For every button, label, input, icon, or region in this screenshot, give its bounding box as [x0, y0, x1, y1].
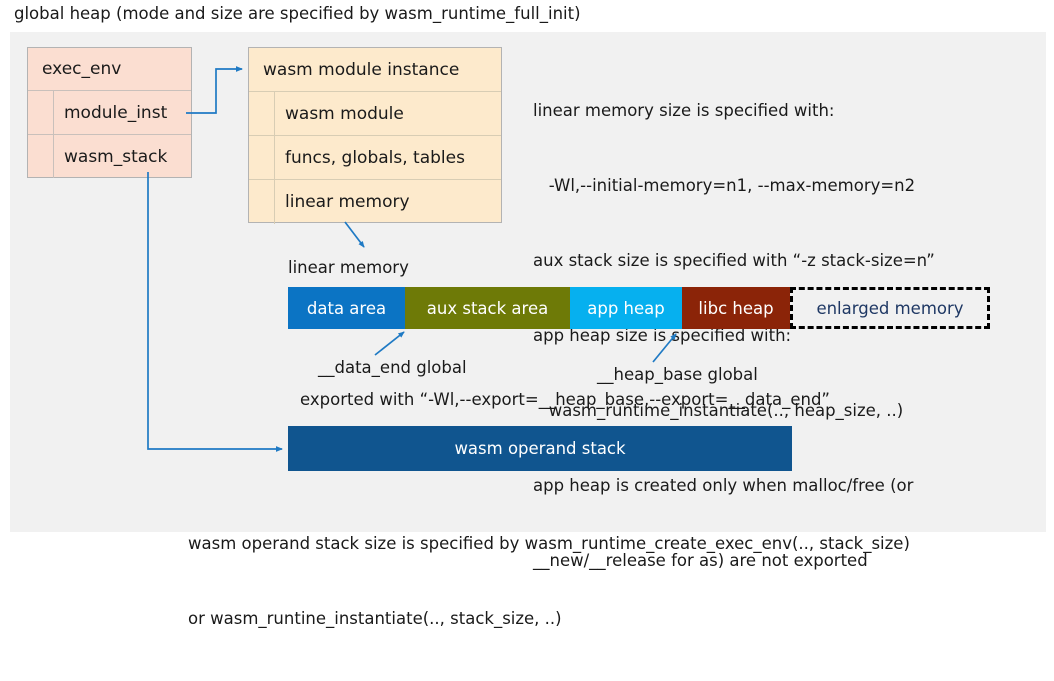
wasm-operand-stack-label: wasm operand stack — [454, 439, 626, 458]
linear-memory-bar: data area aux stack area app heap libc h… — [288, 287, 990, 329]
wasm-module-instance-card: wasm module instance wasm module funcs, … — [248, 47, 502, 224]
module-instance-header: wasm module instance — [249, 48, 501, 92]
wasm-operand-stack-box: wasm operand stack — [288, 426, 792, 471]
notes-line-3: aux stack size is specified with “-z sta… — [533, 251, 935, 270]
memory-segment-app-heap-label: app heap — [587, 298, 665, 318]
exec-env-header: exec_env — [28, 48, 191, 91]
exec-env-card: exec_env module_inst wasm_stack — [27, 47, 192, 178]
callout-exported-with: exported with “-Wl,--export=__heap_base,… — [300, 390, 830, 409]
notes-line-5: wasm_runtime_instantiate(.., heap_size, … — [533, 401, 904, 420]
memory-segment-enlarged-memory: enlarged memory — [790, 287, 990, 329]
linear-memory-bar-label: linear memory — [288, 258, 409, 277]
memory-segment-data-area: data area — [288, 287, 405, 329]
notes-line-1: linear memory size is specified with: — [533, 101, 835, 120]
operand-stack-notes-line-2: or wasm_runtine_instantiate(.., stack_si… — [188, 609, 562, 628]
memory-segment-app-heap: app heap — [570, 287, 682, 329]
exec-env-header-label: exec_env — [42, 59, 122, 79]
memory-segment-aux-stack-area: aux stack area — [405, 287, 570, 329]
module-instance-header-label: wasm module instance — [263, 59, 460, 80]
exec-env-field-module-inst-label: module_inst — [64, 102, 168, 123]
memory-segment-data-area-label: data area — [306, 298, 387, 318]
notes-line-6: app heap is created only when malloc/fre… — [533, 476, 914, 495]
notes-line-2: -Wl,--initial-memory=n1, --max-memory=n2 — [533, 176, 916, 195]
notes-line-4: app heap size is specified with: — [533, 326, 792, 345]
exec-env-field-module-inst: module_inst — [28, 91, 191, 135]
page-title: global heap (mode and size are specified… — [14, 4, 581, 23]
callout-heap-base: __heap_base global — [597, 365, 758, 384]
diagram-canvas: global heap (mode and size are specified… — [10, 4, 1046, 628]
module-instance-field-funcs-globals-tables: funcs, globals, tables — [249, 136, 501, 180]
linear-memory-notes: linear memory size is specified with: -W… — [533, 48, 1043, 623]
memory-segment-enlarged-memory-label: enlarged memory — [816, 298, 964, 318]
module-instance-field-wasm-module-label: wasm module — [285, 103, 404, 124]
exec-env-field-wasm-stack: wasm_stack — [28, 135, 191, 178]
memory-segment-aux-stack-area-label: aux stack area — [426, 298, 549, 318]
module-instance-field-funcs-globals-tables-label: funcs, globals, tables — [285, 147, 465, 168]
module-instance-field-wasm-module: wasm module — [249, 92, 501, 136]
module-instance-field-linear-memory: linear memory — [249, 180, 501, 224]
memory-segment-libc-heap: libc heap — [682, 287, 790, 329]
module-instance-field-linear-memory-label: linear memory — [285, 192, 410, 212]
exec-env-field-wasm-stack-label: wasm_stack — [64, 146, 168, 167]
operand-stack-notes: wasm operand stack size is specified by … — [188, 481, 910, 681]
operand-stack-notes-line-1: wasm operand stack size is specified by … — [188, 534, 910, 553]
callout-data-end: __data_end global — [318, 358, 467, 377]
memory-segment-libc-heap-label: libc heap — [698, 298, 774, 318]
